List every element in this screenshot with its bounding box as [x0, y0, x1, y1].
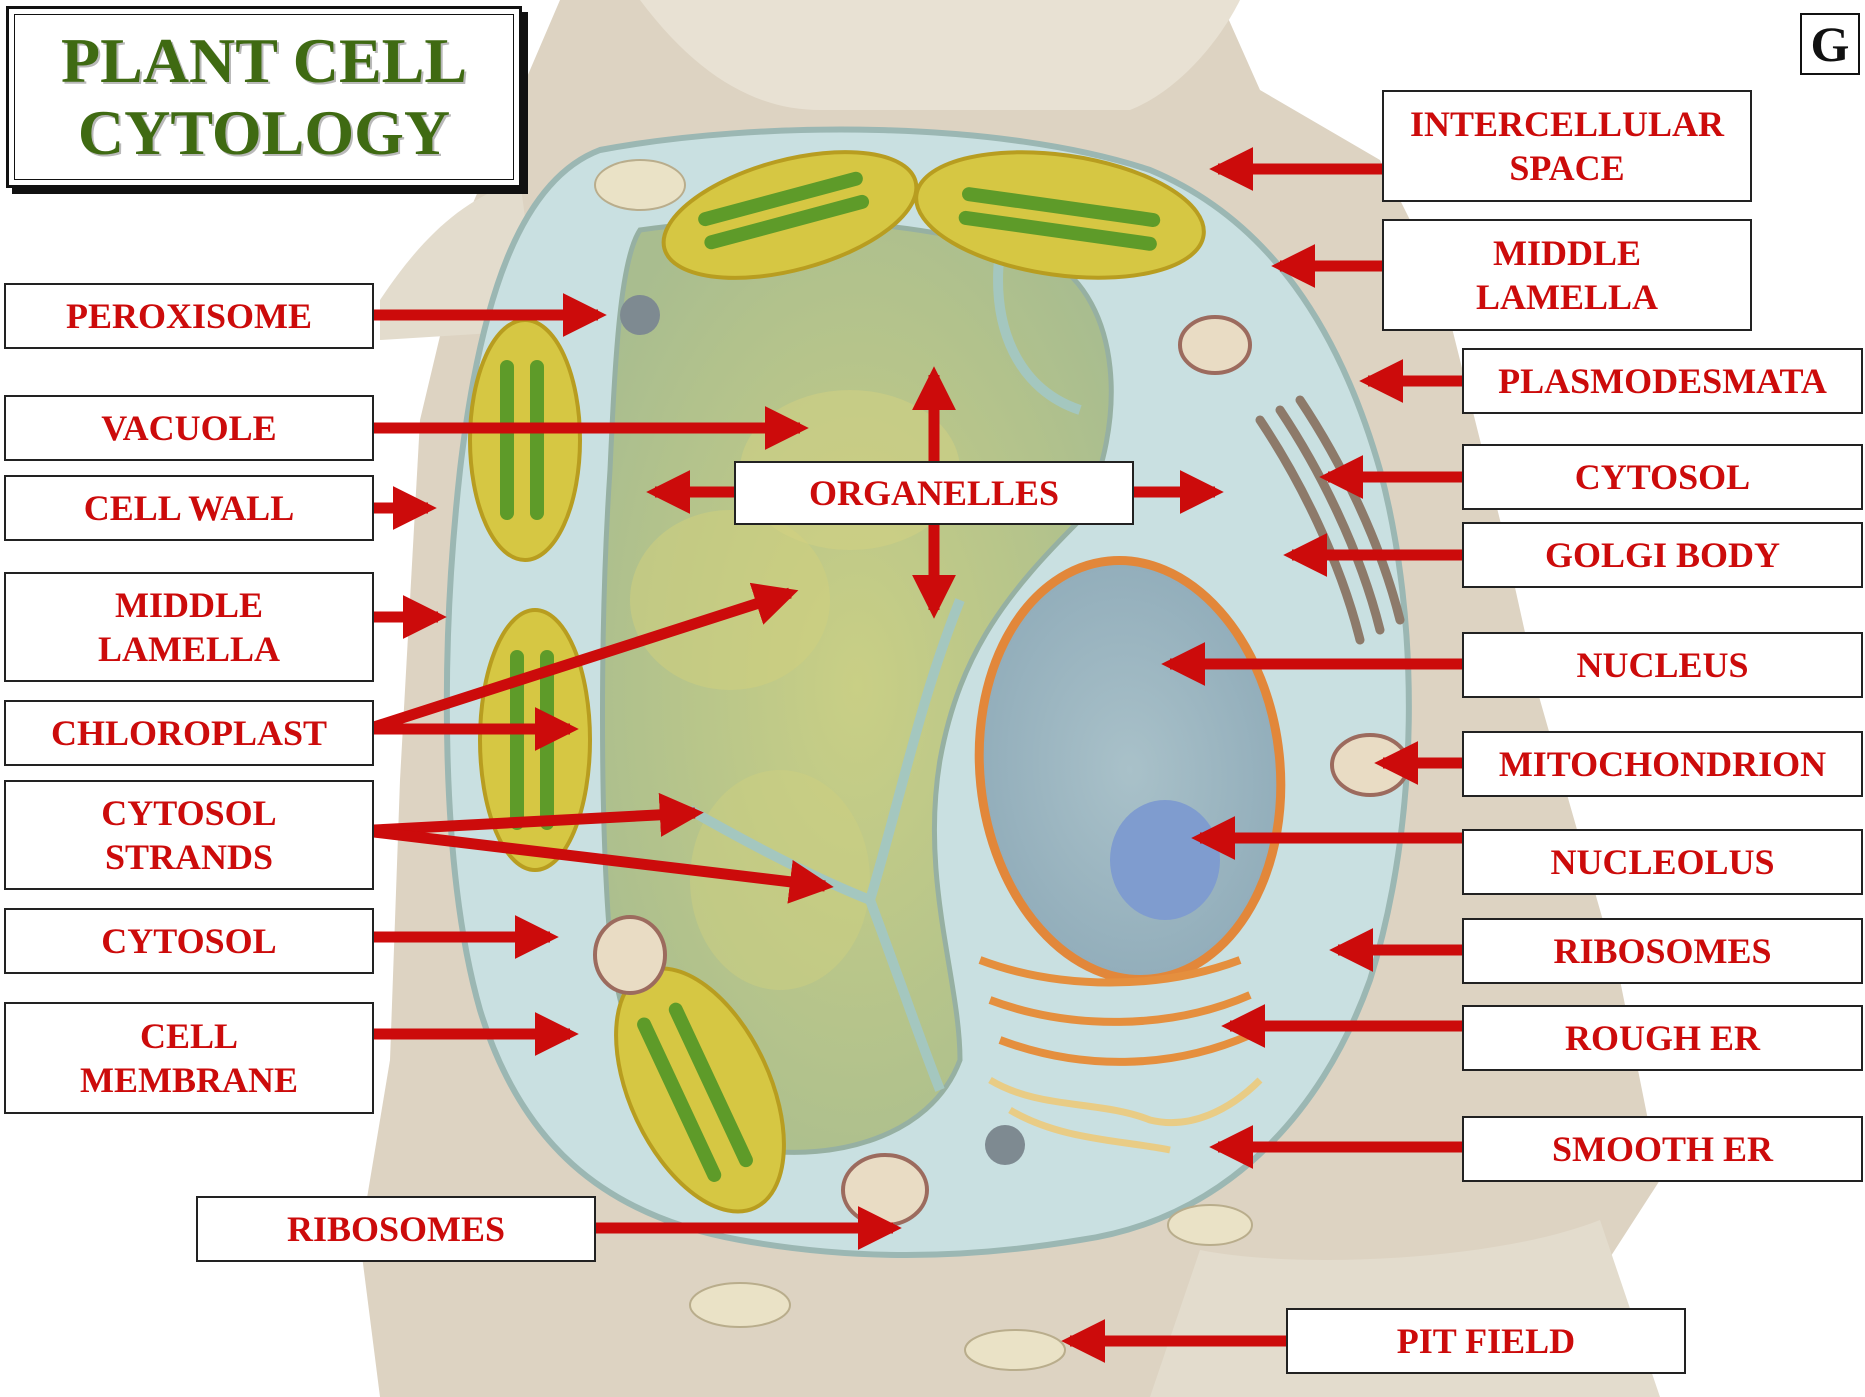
label-rough-er: ROUGH ER: [1462, 1005, 1863, 1071]
label-chloroplast: CHLOROPLAST: [4, 700, 374, 766]
label-pit-field: PIT FIELD: [1286, 1308, 1686, 1374]
label-cytosol-left: CYTOSOL: [4, 908, 374, 974]
title-line-2: CYTOLOGY: [78, 97, 450, 169]
label-middle-lamella-left: MIDDLE LAMELLA: [4, 572, 374, 682]
label-cytosol-strands: CYTOSOL STRANDS: [4, 780, 374, 890]
label-ribosomes-right: RIBOSOMES: [1462, 918, 1863, 984]
title-box: PLANT CELL CYTOLOGY: [6, 6, 522, 188]
label-nucleus: NUCLEUS: [1462, 632, 1863, 698]
label-smooth-er: SMOOTH ER: [1462, 1116, 1863, 1182]
label-peroxisome: PEROXISOME: [4, 283, 374, 349]
label-organelles: ORGANELLES: [734, 461, 1134, 525]
label-plasmodesmata: PLASMODESMATA: [1462, 348, 1863, 414]
title-inner: PLANT CELL CYTOLOGY: [14, 14, 514, 180]
label-ribosomes-bottom: RIBOSOMES: [196, 1196, 596, 1262]
label-golgi-body: GOLGI BODY: [1462, 522, 1863, 588]
label-nucleolus: NUCLEOLUS: [1462, 829, 1863, 895]
label-cell-wall: CELL WALL: [4, 475, 374, 541]
title-line-1: PLANT CELL: [61, 25, 467, 97]
label-cytosol-right: CYTOSOL: [1462, 444, 1863, 510]
label-intercellular-space: INTERCELLULAR SPACE: [1382, 90, 1752, 202]
label-vacuole: VACUOLE: [4, 395, 374, 461]
label-middle-lamella-right: MIDDLE LAMELLA: [1382, 219, 1752, 331]
label-mitochondrion: MITOCHONDRION: [1462, 731, 1863, 797]
corner-letter: G: [1800, 13, 1860, 75]
label-cell-membrane: CELL MEMBRANE: [4, 1002, 374, 1114]
